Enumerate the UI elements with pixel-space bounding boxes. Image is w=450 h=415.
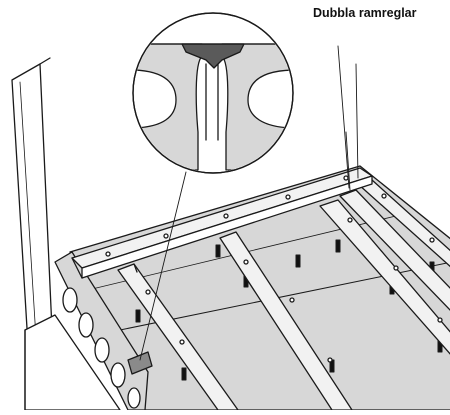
batten-3 [319,199,450,355]
leader-lines [139,45,359,361]
callout-label-double-battens: Dubbla ramreglar [313,6,417,20]
slab-front-edge [54,251,149,411]
batten-4 [339,189,450,311]
levelling-bolts [135,209,443,381]
wall-board [11,57,53,346]
cross-battens [117,179,450,411]
detail-magnifier [132,12,294,174]
